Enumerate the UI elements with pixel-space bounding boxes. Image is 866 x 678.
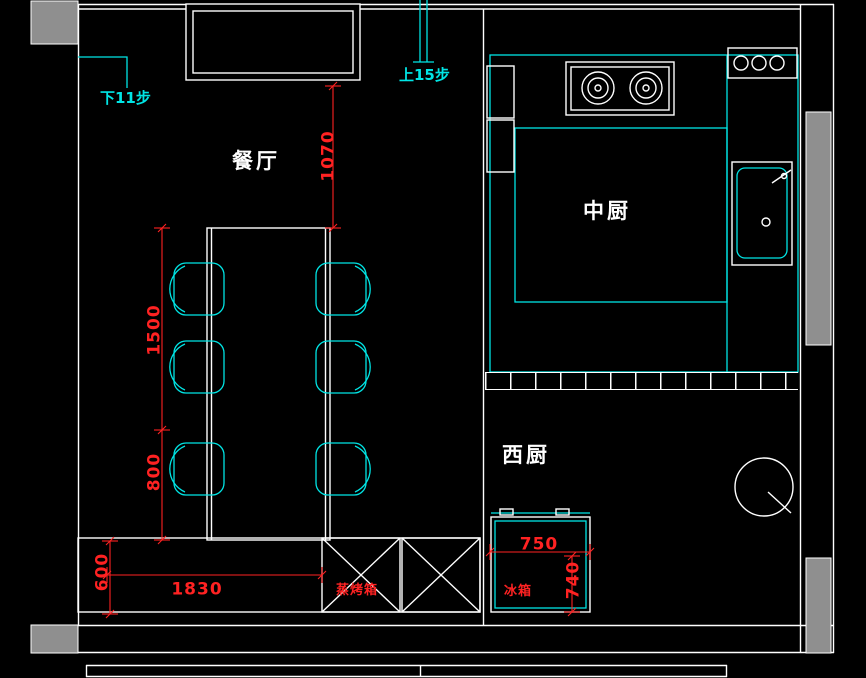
tile-hatch-strip: [485, 372, 798, 390]
dining-room-label: 餐厅: [232, 149, 280, 173]
fridge-box: [490, 508, 591, 613]
dim-740: 740: [563, 560, 584, 600]
dim-1070: 1070: [318, 130, 339, 182]
kitchen-sink: [731, 161, 793, 266]
three-burner-hob: [727, 47, 798, 79]
top-cabinet: [185, 3, 361, 81]
wall-piers: [30, 0, 832, 654]
dimension-lines: [102, 81, 595, 619]
dining-table: [206, 227, 331, 541]
chinese-kitchen-label: 中厨: [583, 199, 631, 223]
stair-marks: [78, 0, 434, 88]
dim-1830: 1830: [171, 579, 223, 600]
fridge-label: 冰箱: [504, 584, 533, 599]
steam-oven-label: 蒸烤箱: [336, 583, 379, 598]
stairs-down-label: 下11步: [100, 89, 151, 107]
dim-750: 750: [519, 534, 559, 555]
round-sink: [734, 457, 794, 517]
dim-600: 600: [92, 552, 113, 592]
gas-stove: [565, 61, 675, 116]
dim-800: 800: [144, 452, 165, 492]
kitchen-cabinets: [486, 65, 515, 173]
stairs-up-label: 上15步: [399, 66, 450, 84]
dim-1500: 1500: [144, 304, 165, 356]
western-kitchen-label: 西厨: [502, 443, 550, 467]
bottom-counter: [77, 537, 481, 613]
